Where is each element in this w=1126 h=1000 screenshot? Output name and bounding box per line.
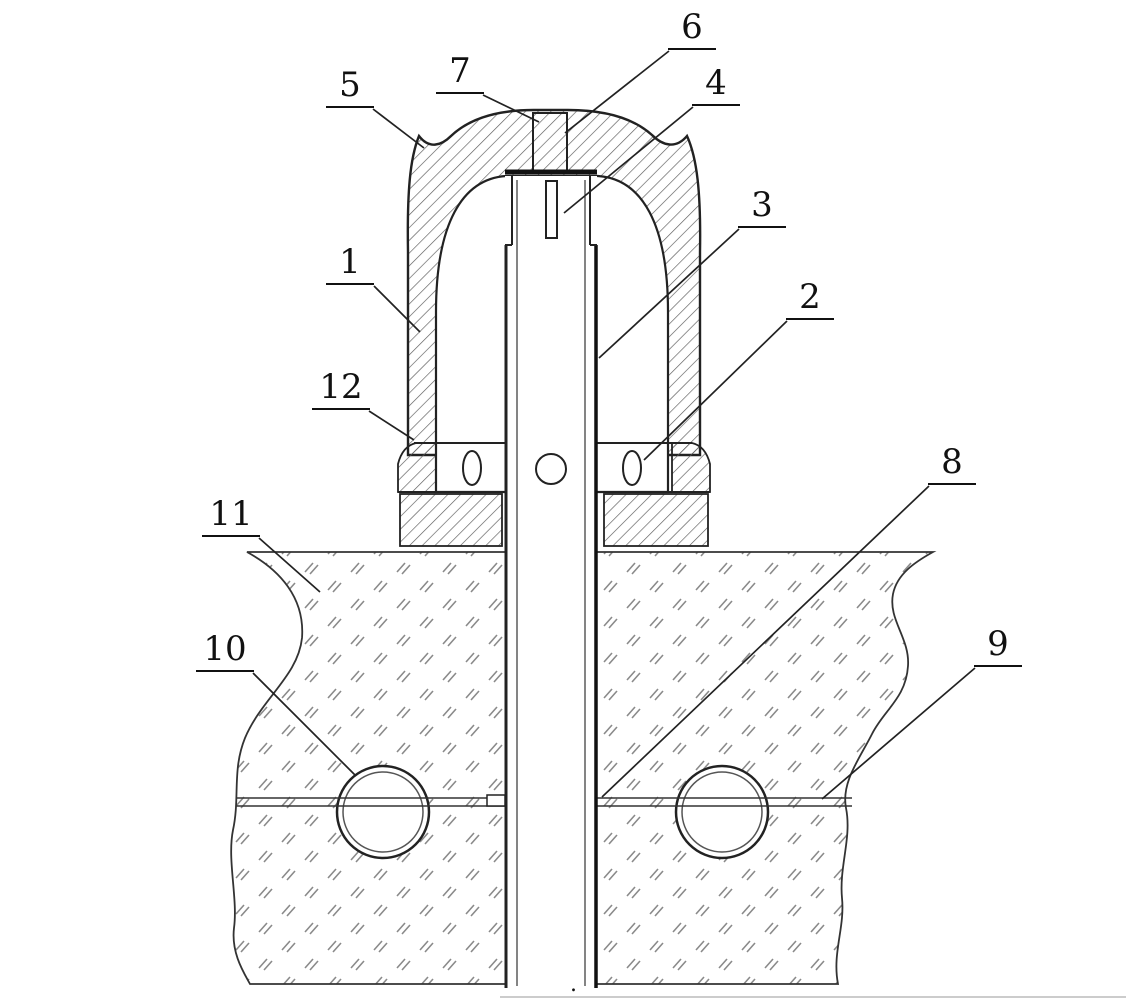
leader-lines <box>252 50 976 800</box>
callout-label-5: 5 <box>326 65 374 109</box>
tube-side-notch <box>486 794 506 807</box>
base-block-left <box>399 493 503 547</box>
leader-9 <box>821 667 976 800</box>
leader-8 <box>601 485 930 798</box>
leader-11 <box>258 537 321 593</box>
flange-right-wing <box>671 442 711 493</box>
left-pipe-circle <box>335 764 431 860</box>
flange-left-wing <box>397 442 437 493</box>
leader-7 <box>482 94 540 123</box>
right-pipe-circle <box>674 764 770 860</box>
callout-label-4: 4 <box>692 63 740 107</box>
tube-center-hole <box>535 453 567 485</box>
callout-label-7: 7 <box>436 51 484 95</box>
leader-3 <box>598 228 740 359</box>
leader-10 <box>252 672 357 777</box>
leader-5 <box>372 108 425 149</box>
leader-12 <box>368 410 415 441</box>
callout-label-10: 10 <box>196 629 254 673</box>
callout-label-2: 2 <box>786 277 834 321</box>
callout-label-9: 9 <box>974 624 1022 668</box>
leader-4 <box>563 106 694 214</box>
flange-hole-left <box>462 450 482 486</box>
callout-label-1: 1 <box>326 242 374 286</box>
central-tube <box>504 169 598 990</box>
base-block-right <box>603 493 709 547</box>
leader-6 <box>564 50 670 134</box>
callout-label-11: 11 <box>202 494 260 538</box>
leader-1 <box>373 285 421 333</box>
callout-label-3: 3 <box>738 185 786 229</box>
callout-label-6: 6 <box>668 7 716 51</box>
callout-label-12: 12 <box>312 367 370 411</box>
caption-dot: . <box>570 972 577 997</box>
callout-label-8: 8 <box>928 442 976 486</box>
leader-2 <box>643 320 788 461</box>
inner-pin <box>545 180 558 239</box>
flange-hole-right <box>622 450 642 486</box>
